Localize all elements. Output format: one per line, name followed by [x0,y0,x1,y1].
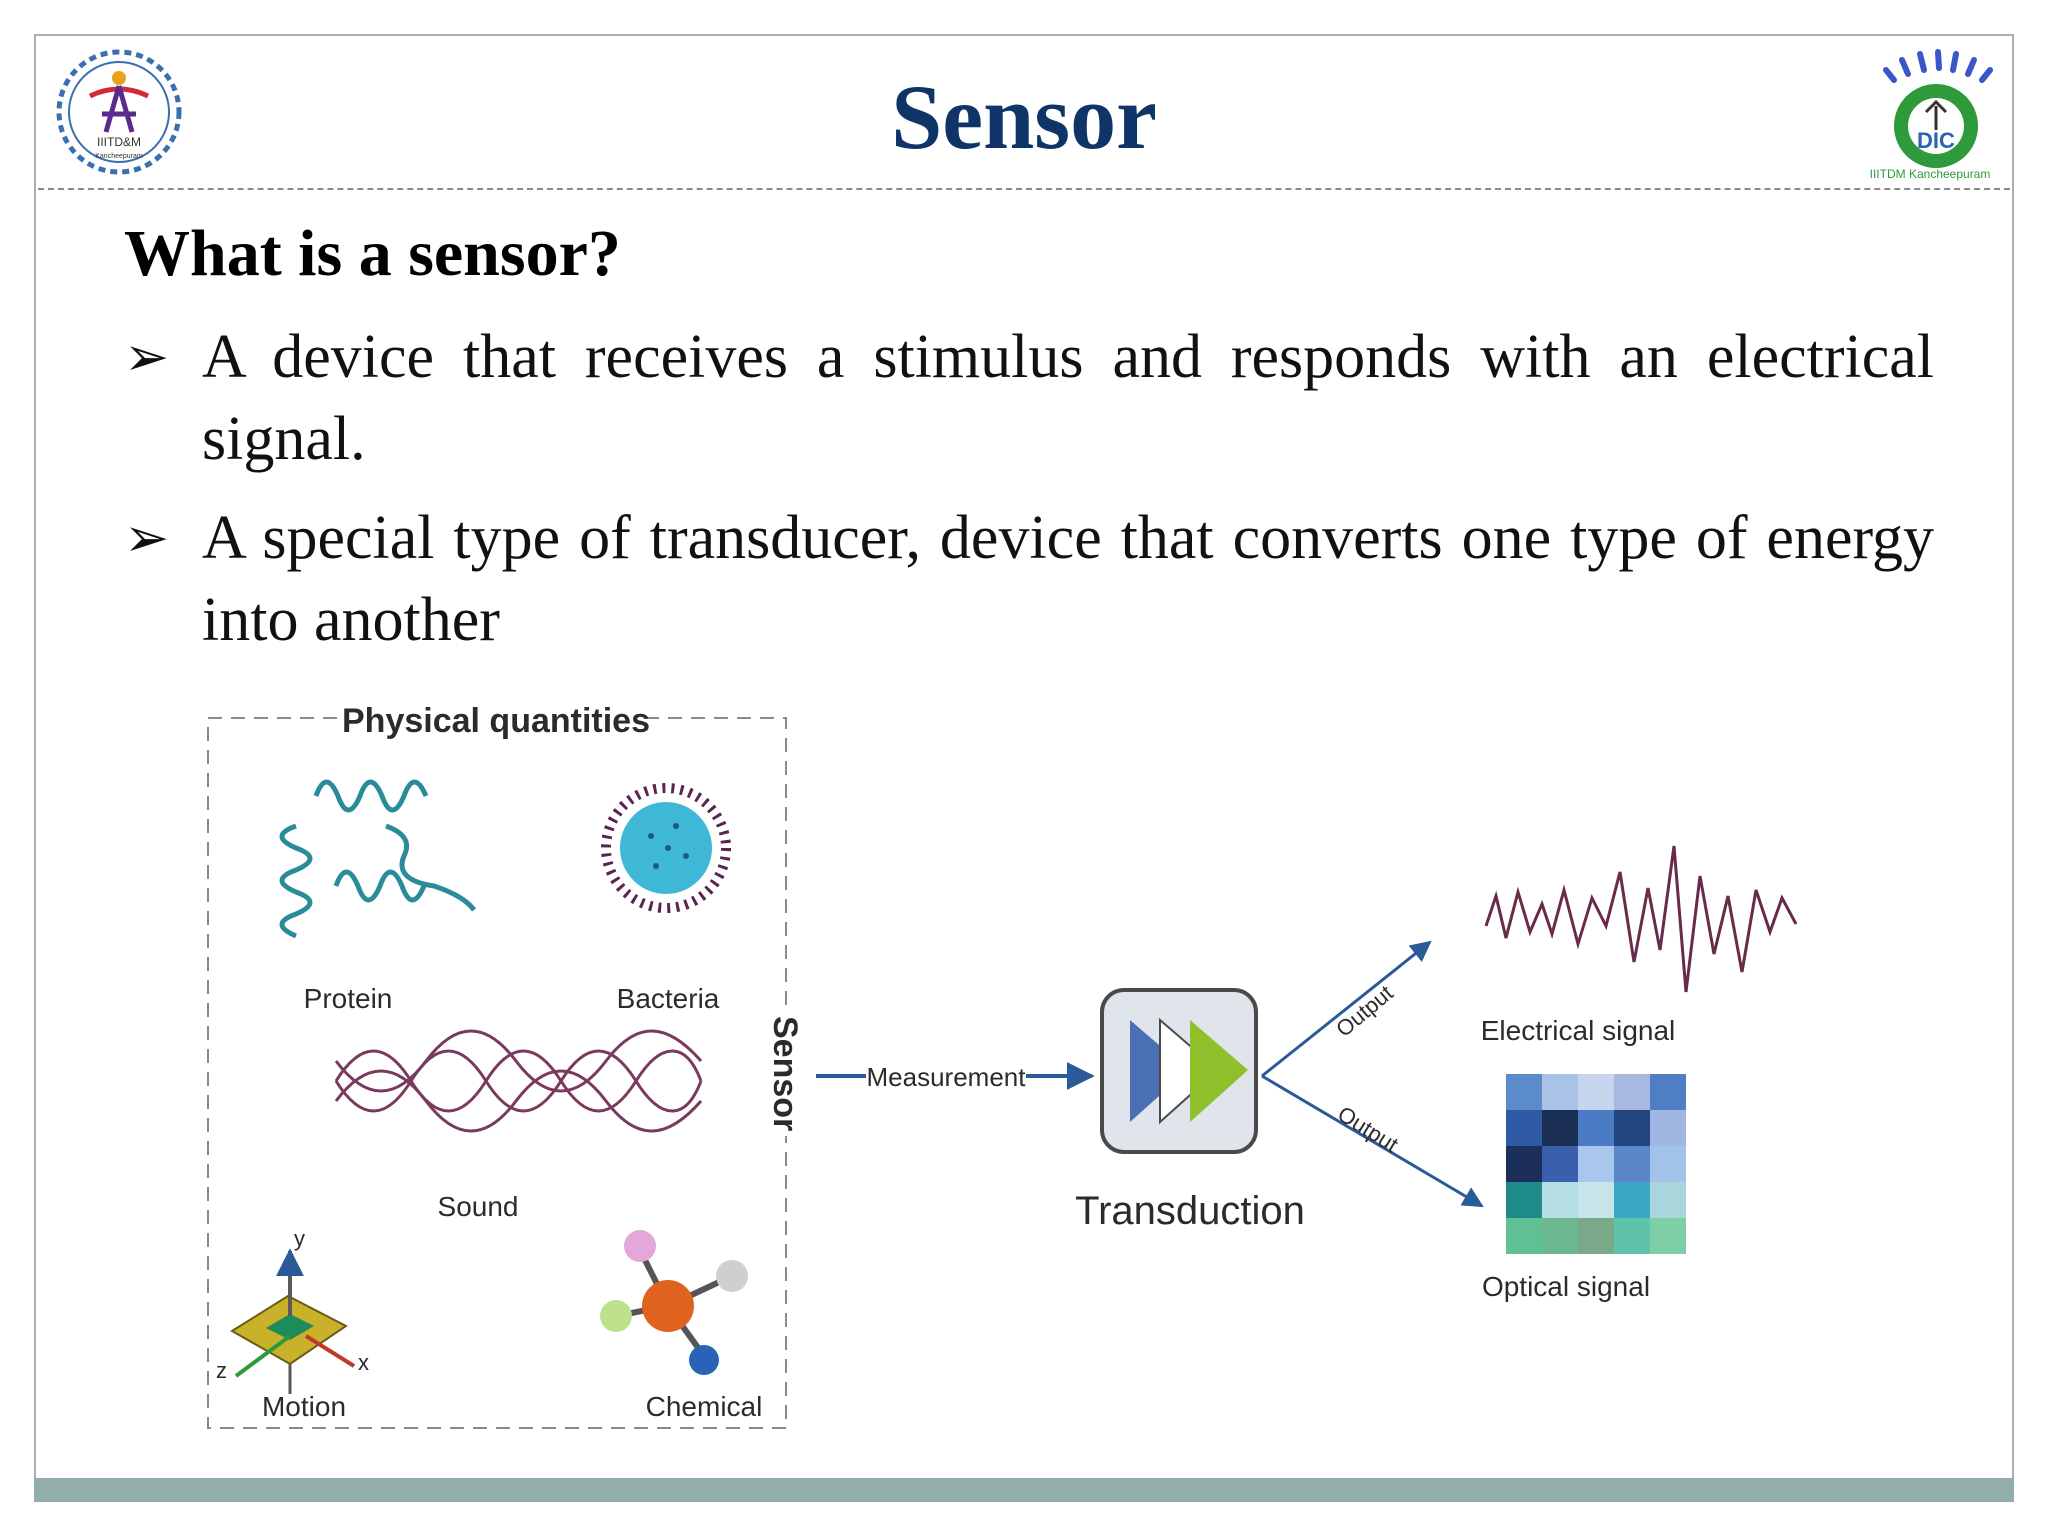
axis-label-y: y [294,1226,305,1251]
svg-text:IIITDM Kancheepuram: IIITDM Kancheepuram [1870,167,1991,181]
bullet-text: A special type of transducer, device tha… [202,504,1934,654]
bullet-item: ➢ A device that receives a stimulus and … [124,316,1934,480]
sound-wave-icon [334,1029,703,1133]
physical-quantities-label: Physical quantities [342,702,650,740]
transduction-label: Transduction [1075,1189,1305,1233]
chemical-label: Chemical [646,1391,763,1422]
optical-signal-grid [1506,1074,1686,1254]
slide-title: Sensor [891,66,1157,168]
output-arrow-top [1261,940,1432,1078]
section-heading: What is a sensor? [124,217,621,290]
bacteria-label: Bacteria [617,983,720,1014]
motion-label: Motion [262,1391,346,1422]
measurement-label: Measurement [867,1062,1027,1092]
electrical-signal-waveform [1484,845,1798,993]
bacteria-icon [601,783,731,913]
bullet-text: A device that receives a stimulus and re… [202,323,1934,473]
transduction-icon [1100,988,1258,1154]
protein-label: Protein [304,983,393,1014]
iiitdm-logo: IIITD&M Kancheepuram [56,49,182,175]
sound-label: Sound [438,1191,519,1222]
footer-bar [34,1478,2014,1502]
sensor-diagram: Physical quantities Protein Bacteria Sou… [207,696,1798,1429]
arrow-bullet-icon: ➢ [124,325,170,388]
optical-signal-label: Optical signal [1482,1271,1650,1302]
axis-label-z: z [216,1358,227,1383]
svg-text:DIC: DIC [1917,128,1955,153]
sensor-label: Sensor [766,1016,804,1131]
arrow-bullet-icon: ➢ [124,506,170,569]
header-divider [38,188,2010,190]
svg-text:IIITD&M: IIITD&M [97,135,141,149]
dic-logo: DIC IIITDM Kancheepuram [1870,49,1993,181]
svg-text:Kancheepuram: Kancheepuram [95,153,143,160]
electrical-signal-label: Electrical signal [1481,1015,1676,1046]
axis-label-x: x [358,1350,369,1375]
output-label-bottom: Output [1333,1101,1402,1157]
output-arrow-bottom [1261,1074,1484,1208]
motion-icon [230,1248,356,1394]
bullet-item: ➢ A special type of transducer, device t… [124,497,1934,661]
chemical-molecule-icon [600,1230,748,1375]
protein-icon [279,779,477,939]
